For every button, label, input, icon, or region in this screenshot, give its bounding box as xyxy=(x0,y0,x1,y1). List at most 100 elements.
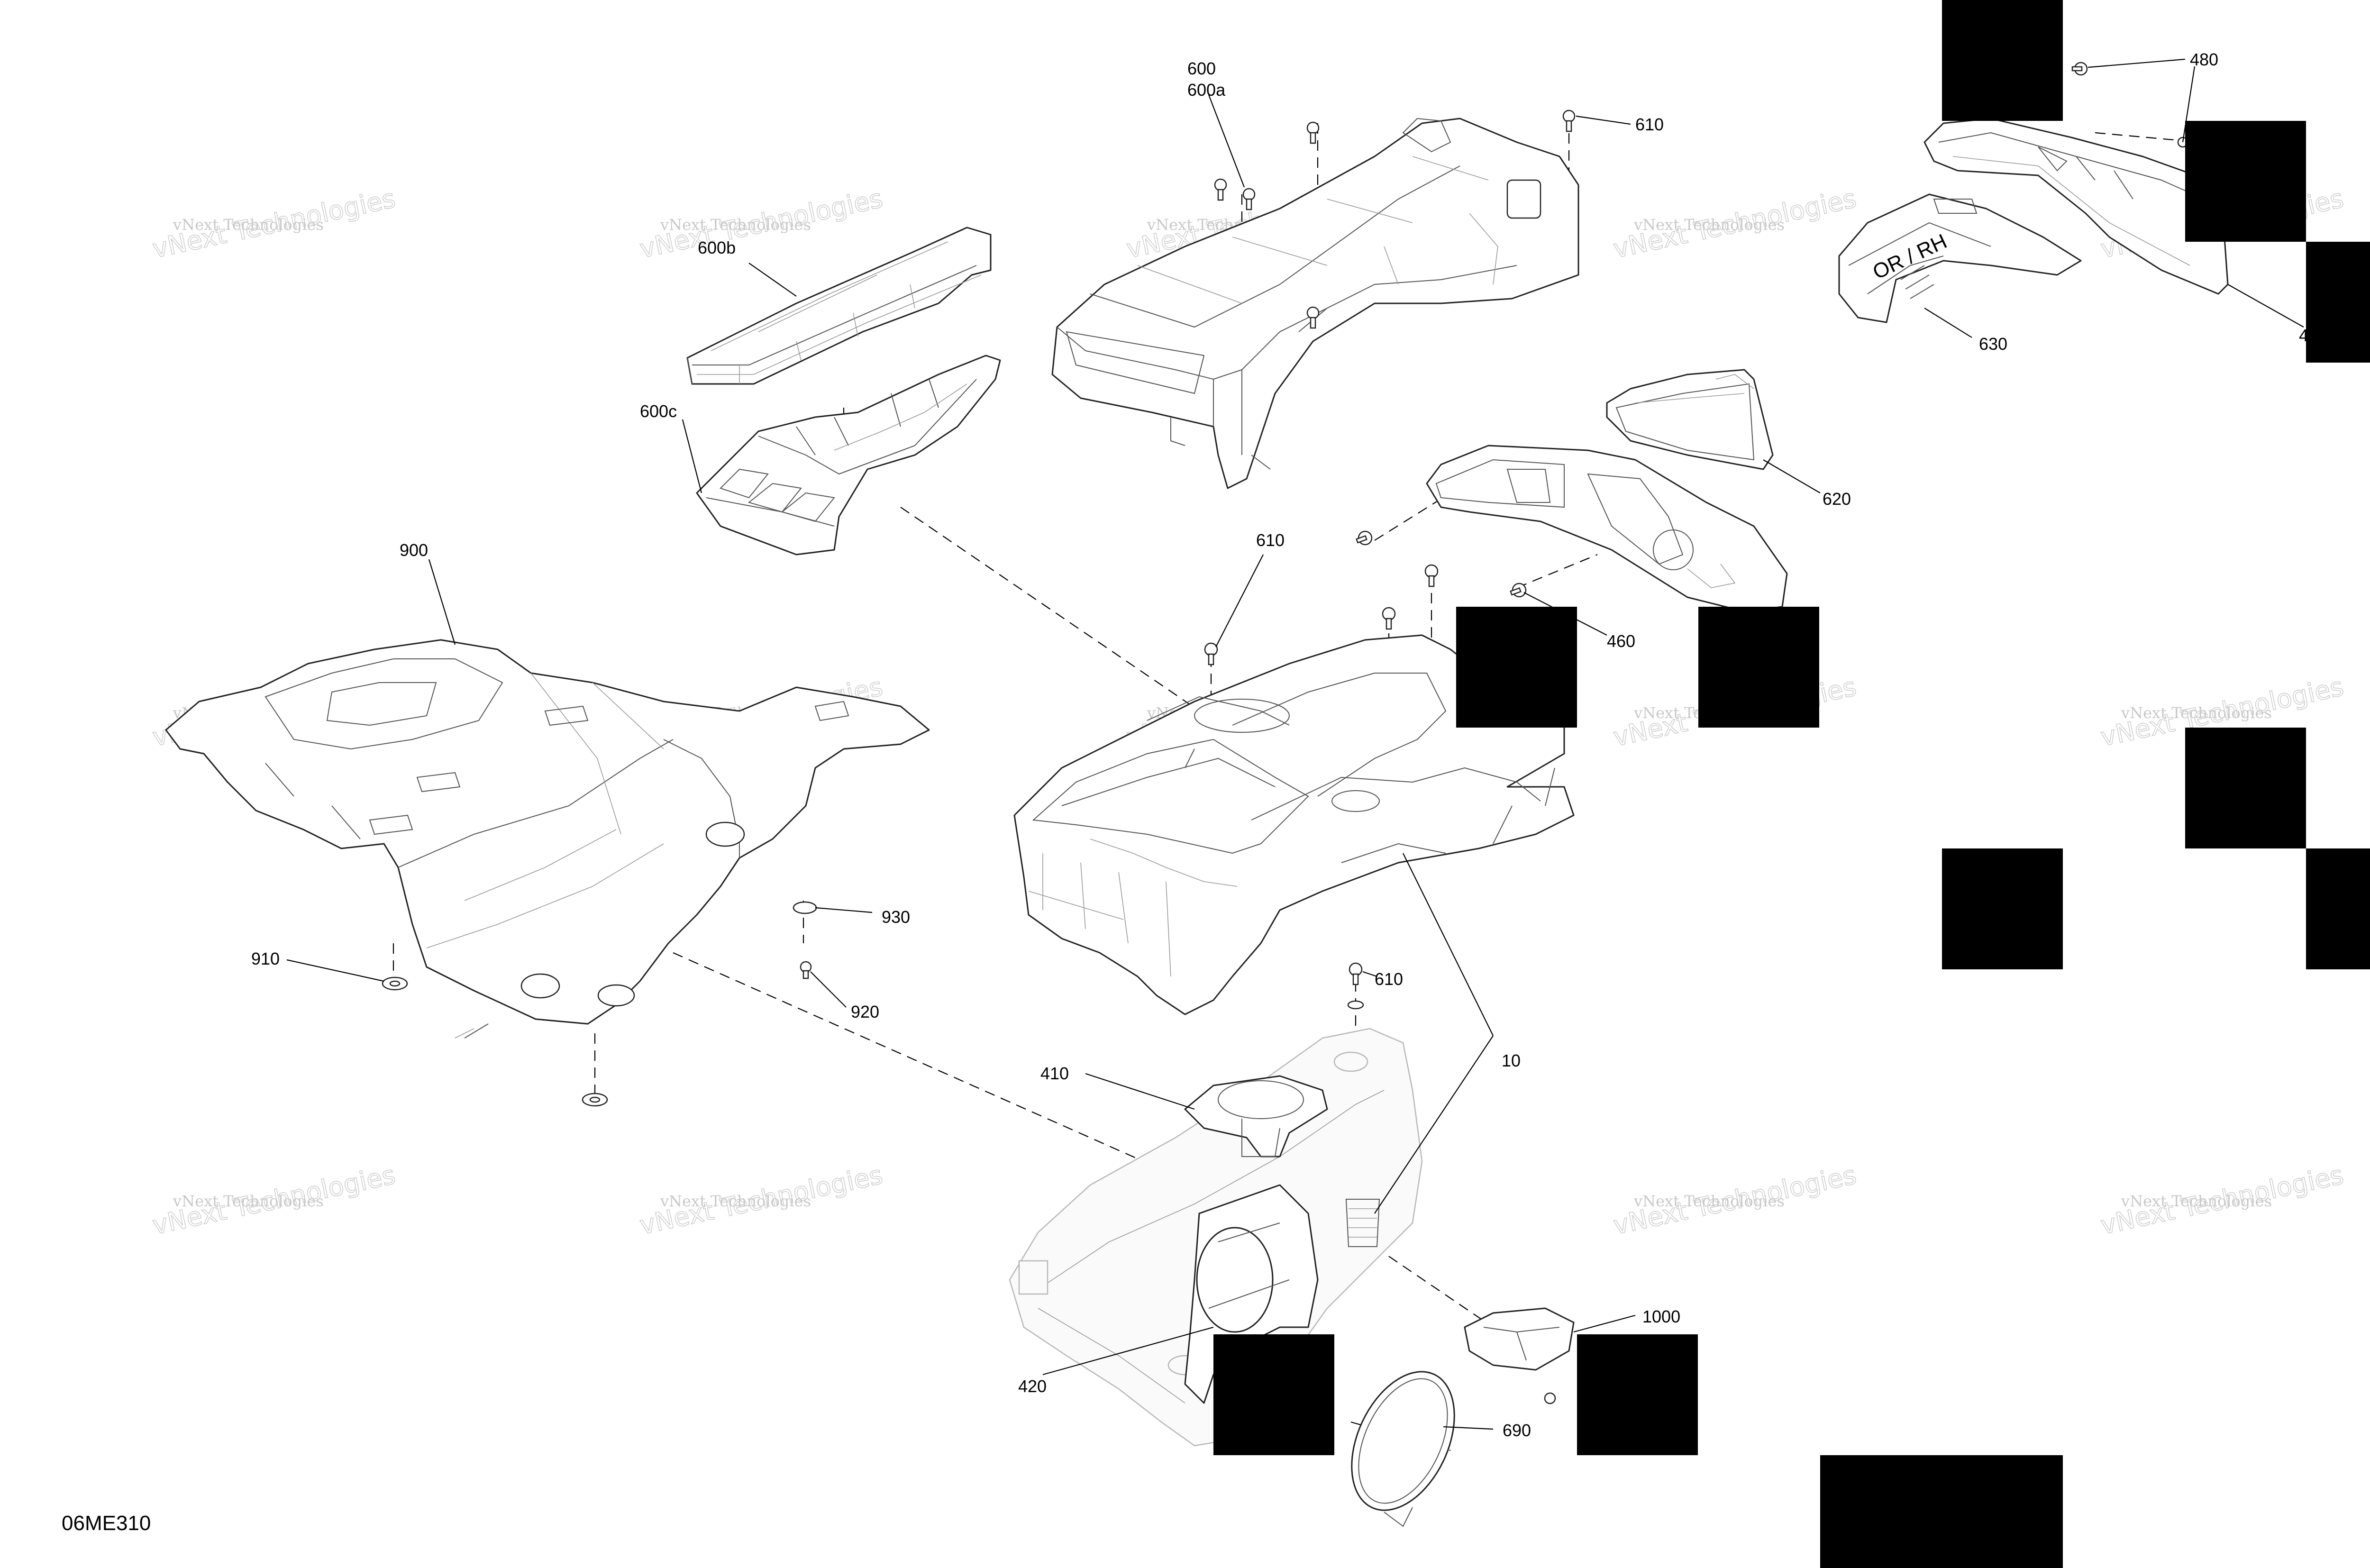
callout-690: 690 xyxy=(1503,1421,1531,1440)
centerline xyxy=(1516,554,1598,589)
leader-line xyxy=(1573,1314,1636,1333)
washer xyxy=(793,901,817,914)
leader-line xyxy=(1924,308,1972,338)
callout-630: 630 xyxy=(1979,334,2007,354)
callout-600: 600 xyxy=(1187,59,1216,78)
screw xyxy=(1510,583,1527,598)
svg-text:vNext Technologies: vNext Technologies xyxy=(660,216,811,234)
centerline xyxy=(673,952,1176,1176)
leader-line xyxy=(1443,1426,1494,1430)
screw xyxy=(1562,109,1576,132)
redaction-block xyxy=(1577,1334,1698,1455)
leader-line xyxy=(286,959,384,982)
screw xyxy=(1242,188,1256,210)
callout-920: 920 xyxy=(851,1002,879,1021)
svg-text:vNext Technologies: vNext Technologies xyxy=(1633,1192,1785,1210)
washer xyxy=(382,976,408,991)
rh-side-vent: OR / RH xyxy=(1838,193,2082,323)
screw xyxy=(1347,1000,1364,1010)
svg-text:vNext Technologies: vNext Technologies xyxy=(173,216,324,234)
leader-line xyxy=(2182,66,2196,143)
screw xyxy=(1424,564,1439,587)
watermark: vNext Technologies vNext Technologies xyxy=(149,183,398,264)
watermark: vNext Technologies vNext Technologies xyxy=(637,183,885,264)
watermark: vNext Technologies vNext Technologies xyxy=(1610,1159,1859,1241)
callout-1000: 1000 xyxy=(1642,1307,1680,1326)
spring-mount xyxy=(1345,1199,1380,1247)
callout-610-top: 610 xyxy=(1635,115,1664,134)
leader-line xyxy=(810,971,847,1008)
fasteners xyxy=(382,62,2188,1404)
filter-element xyxy=(686,227,992,385)
screw xyxy=(1306,306,1320,329)
callout-610-low: 610 xyxy=(1375,969,1403,989)
callout-900: 900 xyxy=(400,540,428,560)
watermark: vNext Technologies vNext Technologies xyxy=(1610,183,1859,264)
leader-line xyxy=(2227,284,2304,328)
drain-tube xyxy=(455,1028,474,1039)
drain-hole xyxy=(520,973,560,999)
screw xyxy=(800,961,812,979)
watermark: vNext Technologies vNext Technologies xyxy=(637,1159,885,1241)
leader-line xyxy=(1208,94,1245,188)
screw xyxy=(1306,121,1320,144)
svg-text:vNext Technologies: vNext Technologies xyxy=(2121,704,2272,722)
screw xyxy=(1382,607,1396,630)
callout-600a: 600a xyxy=(1187,80,1226,100)
redaction-block xyxy=(1213,1334,1334,1455)
vent-port xyxy=(1653,529,1694,570)
redaction-block xyxy=(2306,242,2370,363)
diagram-reference-code: 06ME310 xyxy=(62,1512,151,1535)
leader-line xyxy=(1362,971,1377,977)
screw xyxy=(1356,530,1373,546)
callout-10: 10 xyxy=(1502,1051,1521,1070)
belly-pan xyxy=(165,639,930,1039)
drain-hole xyxy=(597,984,635,1007)
leader-line xyxy=(1374,1035,1494,1214)
intake-funnel xyxy=(1184,1075,1328,1158)
duct-port xyxy=(1506,179,1541,219)
leader-line xyxy=(2087,58,2186,68)
svg-text:vNext Technologies: vNext Technologies xyxy=(2121,1192,2272,1210)
leader-line xyxy=(1576,115,1631,125)
leader-line xyxy=(1763,459,1821,493)
redaction-block xyxy=(1942,0,2063,121)
funnel-mouth xyxy=(1218,1080,1304,1119)
screw xyxy=(1349,962,1363,985)
svg-text:vNext Technologies: vNext Technologies xyxy=(173,1192,324,1210)
leader-line xyxy=(1085,1073,1195,1110)
screw xyxy=(1204,642,1218,665)
housing-tab xyxy=(1018,1260,1048,1295)
redaction-block xyxy=(1698,607,1819,728)
redaction-block xyxy=(1456,607,1577,728)
centerline xyxy=(1374,1246,1494,1328)
callout-460: 460 xyxy=(1607,631,1635,651)
redaction-block xyxy=(1942,848,2063,969)
seat-base-frame xyxy=(1013,634,1575,1015)
callout-610-mid: 610 xyxy=(1256,530,1285,550)
callout-910: 910 xyxy=(251,949,280,968)
housing-hole xyxy=(1333,1051,1368,1072)
callout-930: 930 xyxy=(882,907,910,927)
intake-cover-cap xyxy=(1464,1307,1575,1371)
redaction-block xyxy=(1820,1455,2063,1568)
svg-text:vNext Technologies: vNext Technologies xyxy=(1633,216,1785,234)
watermark: vNext Technologies vNext Technologies xyxy=(2097,1159,2346,1241)
callout-600c: 600c xyxy=(640,401,677,421)
callout-410: 410 xyxy=(1040,1064,1069,1083)
screw xyxy=(1544,1392,1556,1404)
centerline xyxy=(900,507,1214,721)
leader-line xyxy=(815,907,873,913)
side-vent-outlet xyxy=(1606,369,1774,470)
leader-line xyxy=(1215,554,1264,647)
leader-line xyxy=(1042,1326,1214,1376)
hose-clamp xyxy=(1351,1371,1455,1527)
washer xyxy=(582,1093,608,1107)
vent-grille xyxy=(1426,445,1788,612)
seat-opening xyxy=(1194,699,1290,733)
boot-opening xyxy=(1196,1227,1274,1333)
redaction-block xyxy=(2185,121,2306,242)
redaction-blocks xyxy=(1213,0,2370,1568)
callout-420: 420 xyxy=(1018,1377,1047,1396)
